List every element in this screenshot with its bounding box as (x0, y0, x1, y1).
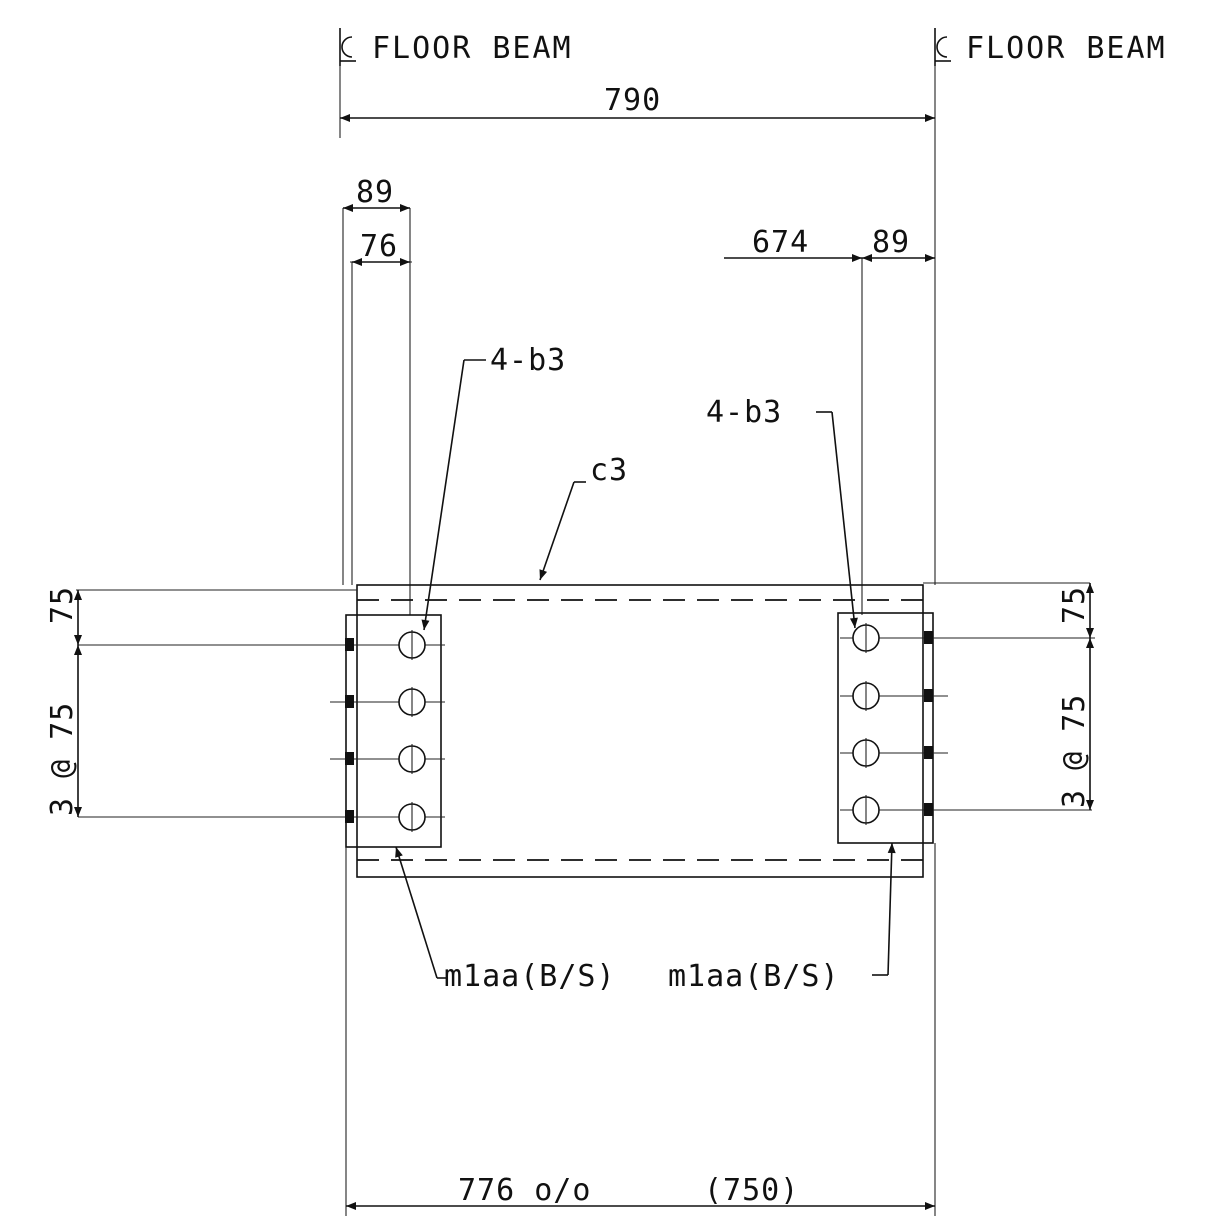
dim-750-label: (750) (704, 1173, 799, 1208)
splice-plate-right (837, 612, 1095, 1216)
dim-89-left-label: 89 (356, 175, 394, 210)
bolt-row (840, 623, 1095, 653)
dimension-776: 776 o/o (750) (346, 1173, 935, 1210)
centerline-symbol-icon (339, 28, 356, 66)
splice-right-label: m1aa(B/S) (668, 959, 840, 994)
dim-75-left-label: 75 (45, 586, 80, 624)
bolt-row (330, 744, 445, 774)
weld-mark (924, 631, 933, 644)
dim-674-label: 674 (752, 225, 809, 260)
centerline-symbol-icon (934, 28, 951, 66)
weld-mark (345, 752, 354, 765)
bolt-left-label: 4-b3 (490, 343, 566, 378)
dim-3at75-left-label: 3 @ 75 (45, 702, 80, 816)
centerline-left: FLOOR BEAM (339, 28, 573, 66)
left-stringer-outline (342, 208, 412, 615)
bolt-row (78, 630, 445, 660)
weld-mark (345, 638, 354, 651)
leader-bolt-left: 4-b3 (421, 343, 566, 631)
leader-splice-right: m1aa(B/S) (668, 842, 896, 994)
bolt-row (840, 681, 948, 711)
bolt-row (840, 738, 948, 768)
bolt-row (840, 795, 1092, 825)
leader-bolt-right: 4-b3 (706, 395, 858, 629)
centerline-right: FLOOR BEAM (934, 28, 1167, 66)
bolt-right-label: 4-b3 (706, 395, 782, 430)
weld-mark (924, 803, 933, 816)
dimension-chain-right: 75 3 @ 75 (1057, 583, 1094, 810)
dim-75-right-label: 75 (1057, 586, 1092, 624)
crossbeam-c3 (76, 582, 1090, 878)
bolt-row (78, 802, 445, 832)
dimension-76: 76 (352, 229, 410, 266)
splice-plate-left (78, 614, 445, 1216)
dimension-89-left: 89 (343, 175, 410, 212)
dim-3at75-right-label: 3 @ 75 (1057, 694, 1092, 808)
dimension-790: 790 (339, 66, 936, 138)
dimension-chain-left: 75 3 @ 75 (45, 586, 82, 817)
weld-mark (924, 746, 933, 759)
bolt-row (330, 687, 445, 717)
weld-mark (924, 689, 933, 702)
cl-right-label: FLOOR BEAM (966, 31, 1167, 66)
right-stringer-outline (861, 138, 936, 615)
dim-89-right-label: 89 (872, 225, 910, 260)
splice-left-label: m1aa(B/S) (444, 959, 616, 994)
dim-790-label: 790 (604, 83, 661, 118)
dim-76-label: 76 (360, 229, 398, 264)
weld-mark (345, 695, 354, 708)
leader-splice-left: m1aa(B/S) (395, 846, 616, 994)
dimension-674: 674 (724, 225, 862, 262)
dim-776-label: 776 o/o (458, 1173, 591, 1208)
cl-left-label: FLOOR BEAM (372, 31, 573, 66)
dimension-89-right: 89 (862, 225, 935, 262)
c3-label: c3 (590, 453, 628, 488)
leader-c3: c3 (539, 453, 628, 581)
weld-mark (345, 810, 354, 823)
